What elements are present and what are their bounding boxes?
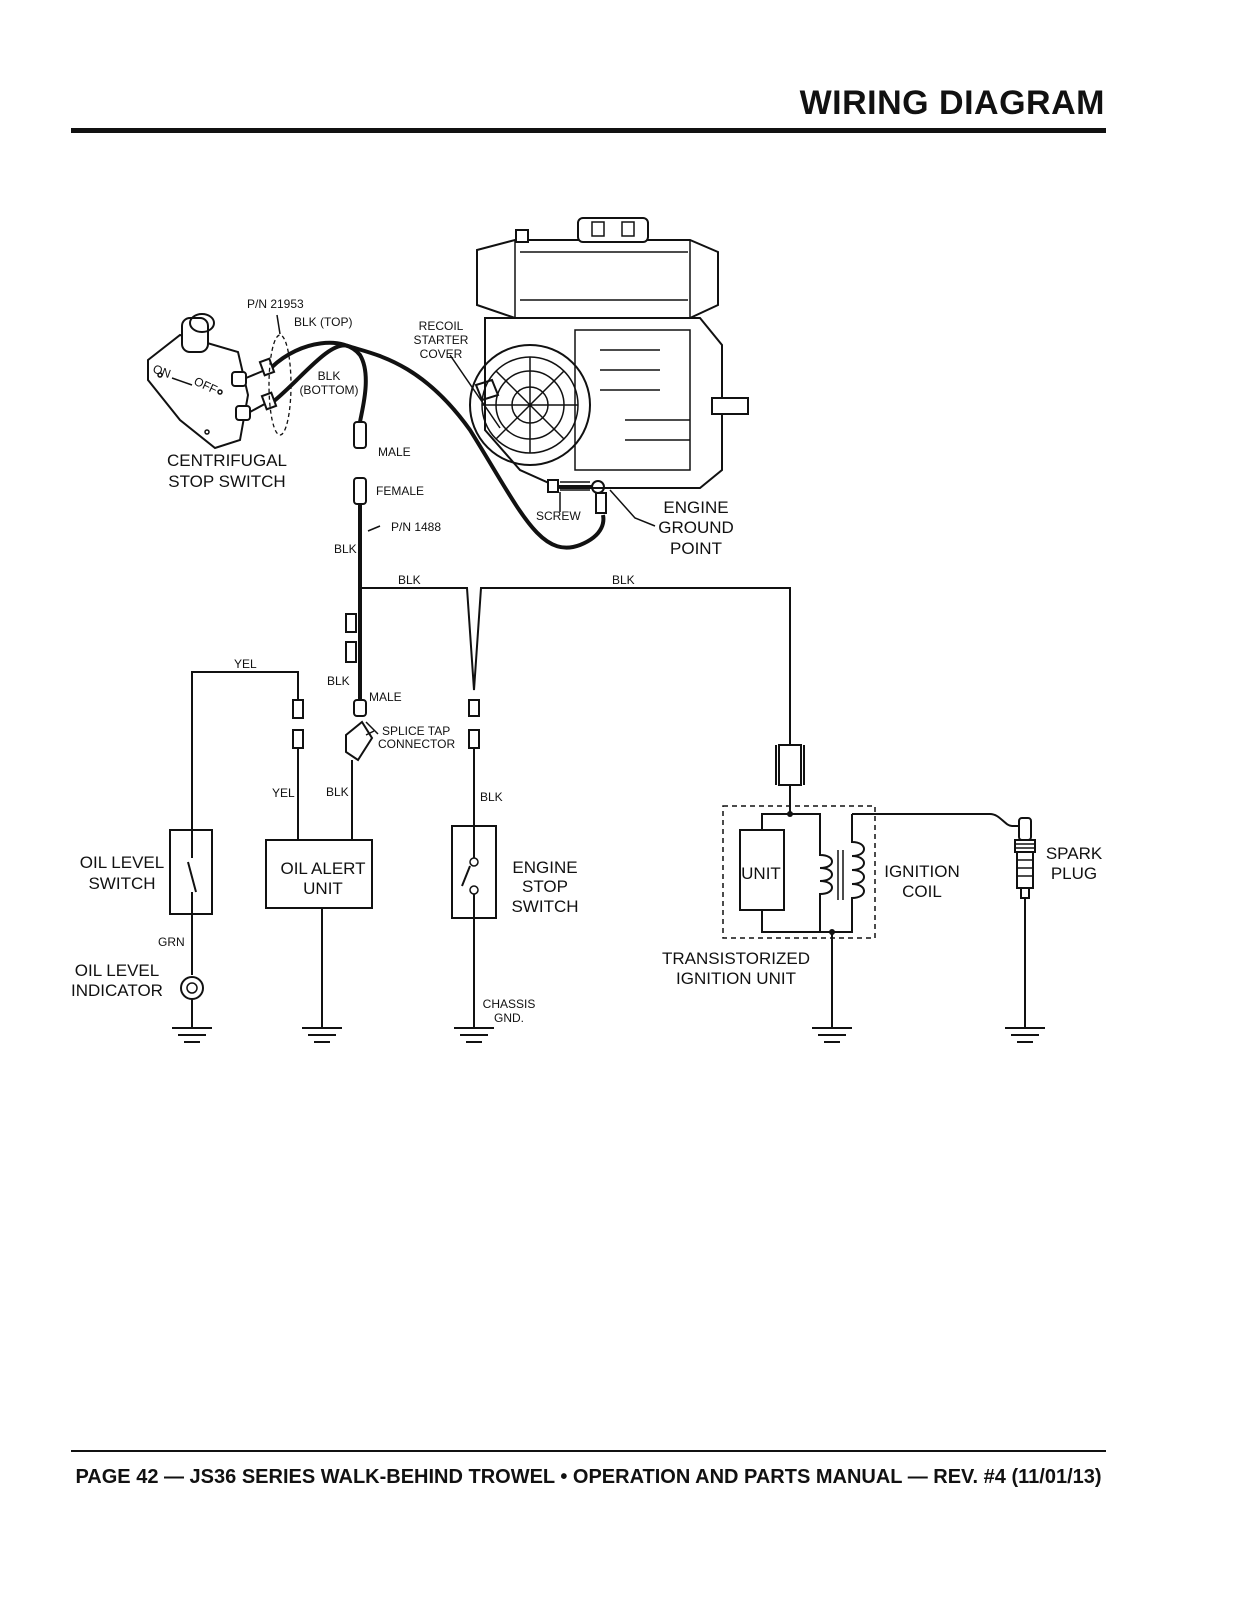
centrifugal-label-2: STOP SWITCH (168, 472, 285, 491)
ignition-coil-label-1: IGNITION (884, 862, 960, 881)
centrifugal-label-1: CENTRIFUGAL (167, 451, 287, 470)
male-lower-label: MALE (369, 690, 402, 704)
engine-ground-label-1: ENGINE (663, 498, 728, 517)
pn-1488-label: P/N 1488 (391, 520, 441, 534)
recoil-label-3: COVER (420, 347, 463, 361)
female-connector (353, 477, 367, 505)
splice-label-1: SPLICE TAP (382, 724, 450, 738)
transistorized-label-2: IGNITION UNIT (676, 969, 796, 988)
footer-rule (71, 1450, 1106, 1452)
blk-bus-left-label: BLK (398, 573, 421, 587)
spark-plug (1014, 817, 1036, 1028)
oil-alert-label-2: UNIT (303, 879, 343, 898)
blk-bottom-label-2: (BOTTOM) (299, 383, 358, 397)
oil-indicator-label-2: INDICATOR (71, 981, 163, 1000)
engine-stop-label-2: STOP (522, 877, 568, 896)
blk-bus-right-label: BLK (612, 573, 635, 587)
title-rule (71, 128, 1106, 133)
transistorized-ignition-unit-box (722, 805, 876, 939)
ignition-coil-label-2: COIL (902, 882, 942, 901)
blk-mid-label: BLK (327, 674, 350, 688)
yel-top-label: YEL (234, 657, 257, 671)
male-upper-label: MALE (378, 445, 411, 459)
blk-vertical-label: BLK (334, 542, 357, 556)
yel-bottom-label: YEL (272, 786, 295, 800)
page-footer: PAGE 42 — JS36 SERIES WALK-BEHIND TROWEL… (75, 1466, 1102, 1488)
page-title: WIRING DIAGRAM (799, 84, 1105, 122)
female-label: FEMALE (376, 484, 424, 498)
spark-plug-label-1: SPARK (1046, 844, 1103, 863)
chassis-label-2: GND. (494, 1011, 524, 1025)
centrifugal-stop-switch: ON OFF (147, 313, 292, 450)
oil-alert-label-1: OIL ALERT (280, 859, 365, 878)
recoil-label-2: STARTER (414, 333, 469, 347)
unit-label: UNIT (741, 864, 781, 883)
spark-plug-label-2: PLUG (1051, 864, 1097, 883)
wiring-diagram: ON OFF (71, 217, 1103, 1043)
male-connector-upper (353, 421, 367, 449)
oil-alert-unit-box (265, 839, 373, 909)
blk-bottom-label-1: BLK (318, 369, 341, 383)
switch-off-label: OFF (192, 374, 220, 397)
screw-label: SCREW (536, 509, 581, 523)
chassis-label-1: CHASSIS (483, 997, 536, 1011)
blk-engine-stop-label: BLK (480, 790, 503, 804)
oil-level-switch-label-1: OIL LEVEL (80, 853, 164, 872)
recoil-label-1: RECOIL (419, 319, 464, 333)
grn-label: GRN (158, 935, 185, 949)
engine-ground-label-2: GROUND (658, 518, 734, 537)
engine-stop-label-1: ENGINE (512, 858, 577, 877)
engine-stop-label-3: SWITCH (511, 897, 578, 916)
pn-21953-label: P/N 21953 (247, 297, 304, 311)
blk-top-label: BLK (TOP) (294, 315, 352, 329)
engine-illustration (469, 217, 749, 514)
engine-ground-label-3: POINT (670, 539, 722, 558)
oil-level-switch-label-2: SWITCH (88, 874, 155, 893)
transistorized-label-1: TRANSISTORIZED (662, 949, 810, 968)
blk-oil-alert-label: BLK (326, 785, 349, 799)
splice-label-2: CONNECTOR (378, 737, 455, 751)
ground-symbols (172, 1027, 1045, 1043)
oil-indicator-label-1: OIL LEVEL (75, 961, 159, 980)
switch-on-label: ON (151, 362, 173, 381)
